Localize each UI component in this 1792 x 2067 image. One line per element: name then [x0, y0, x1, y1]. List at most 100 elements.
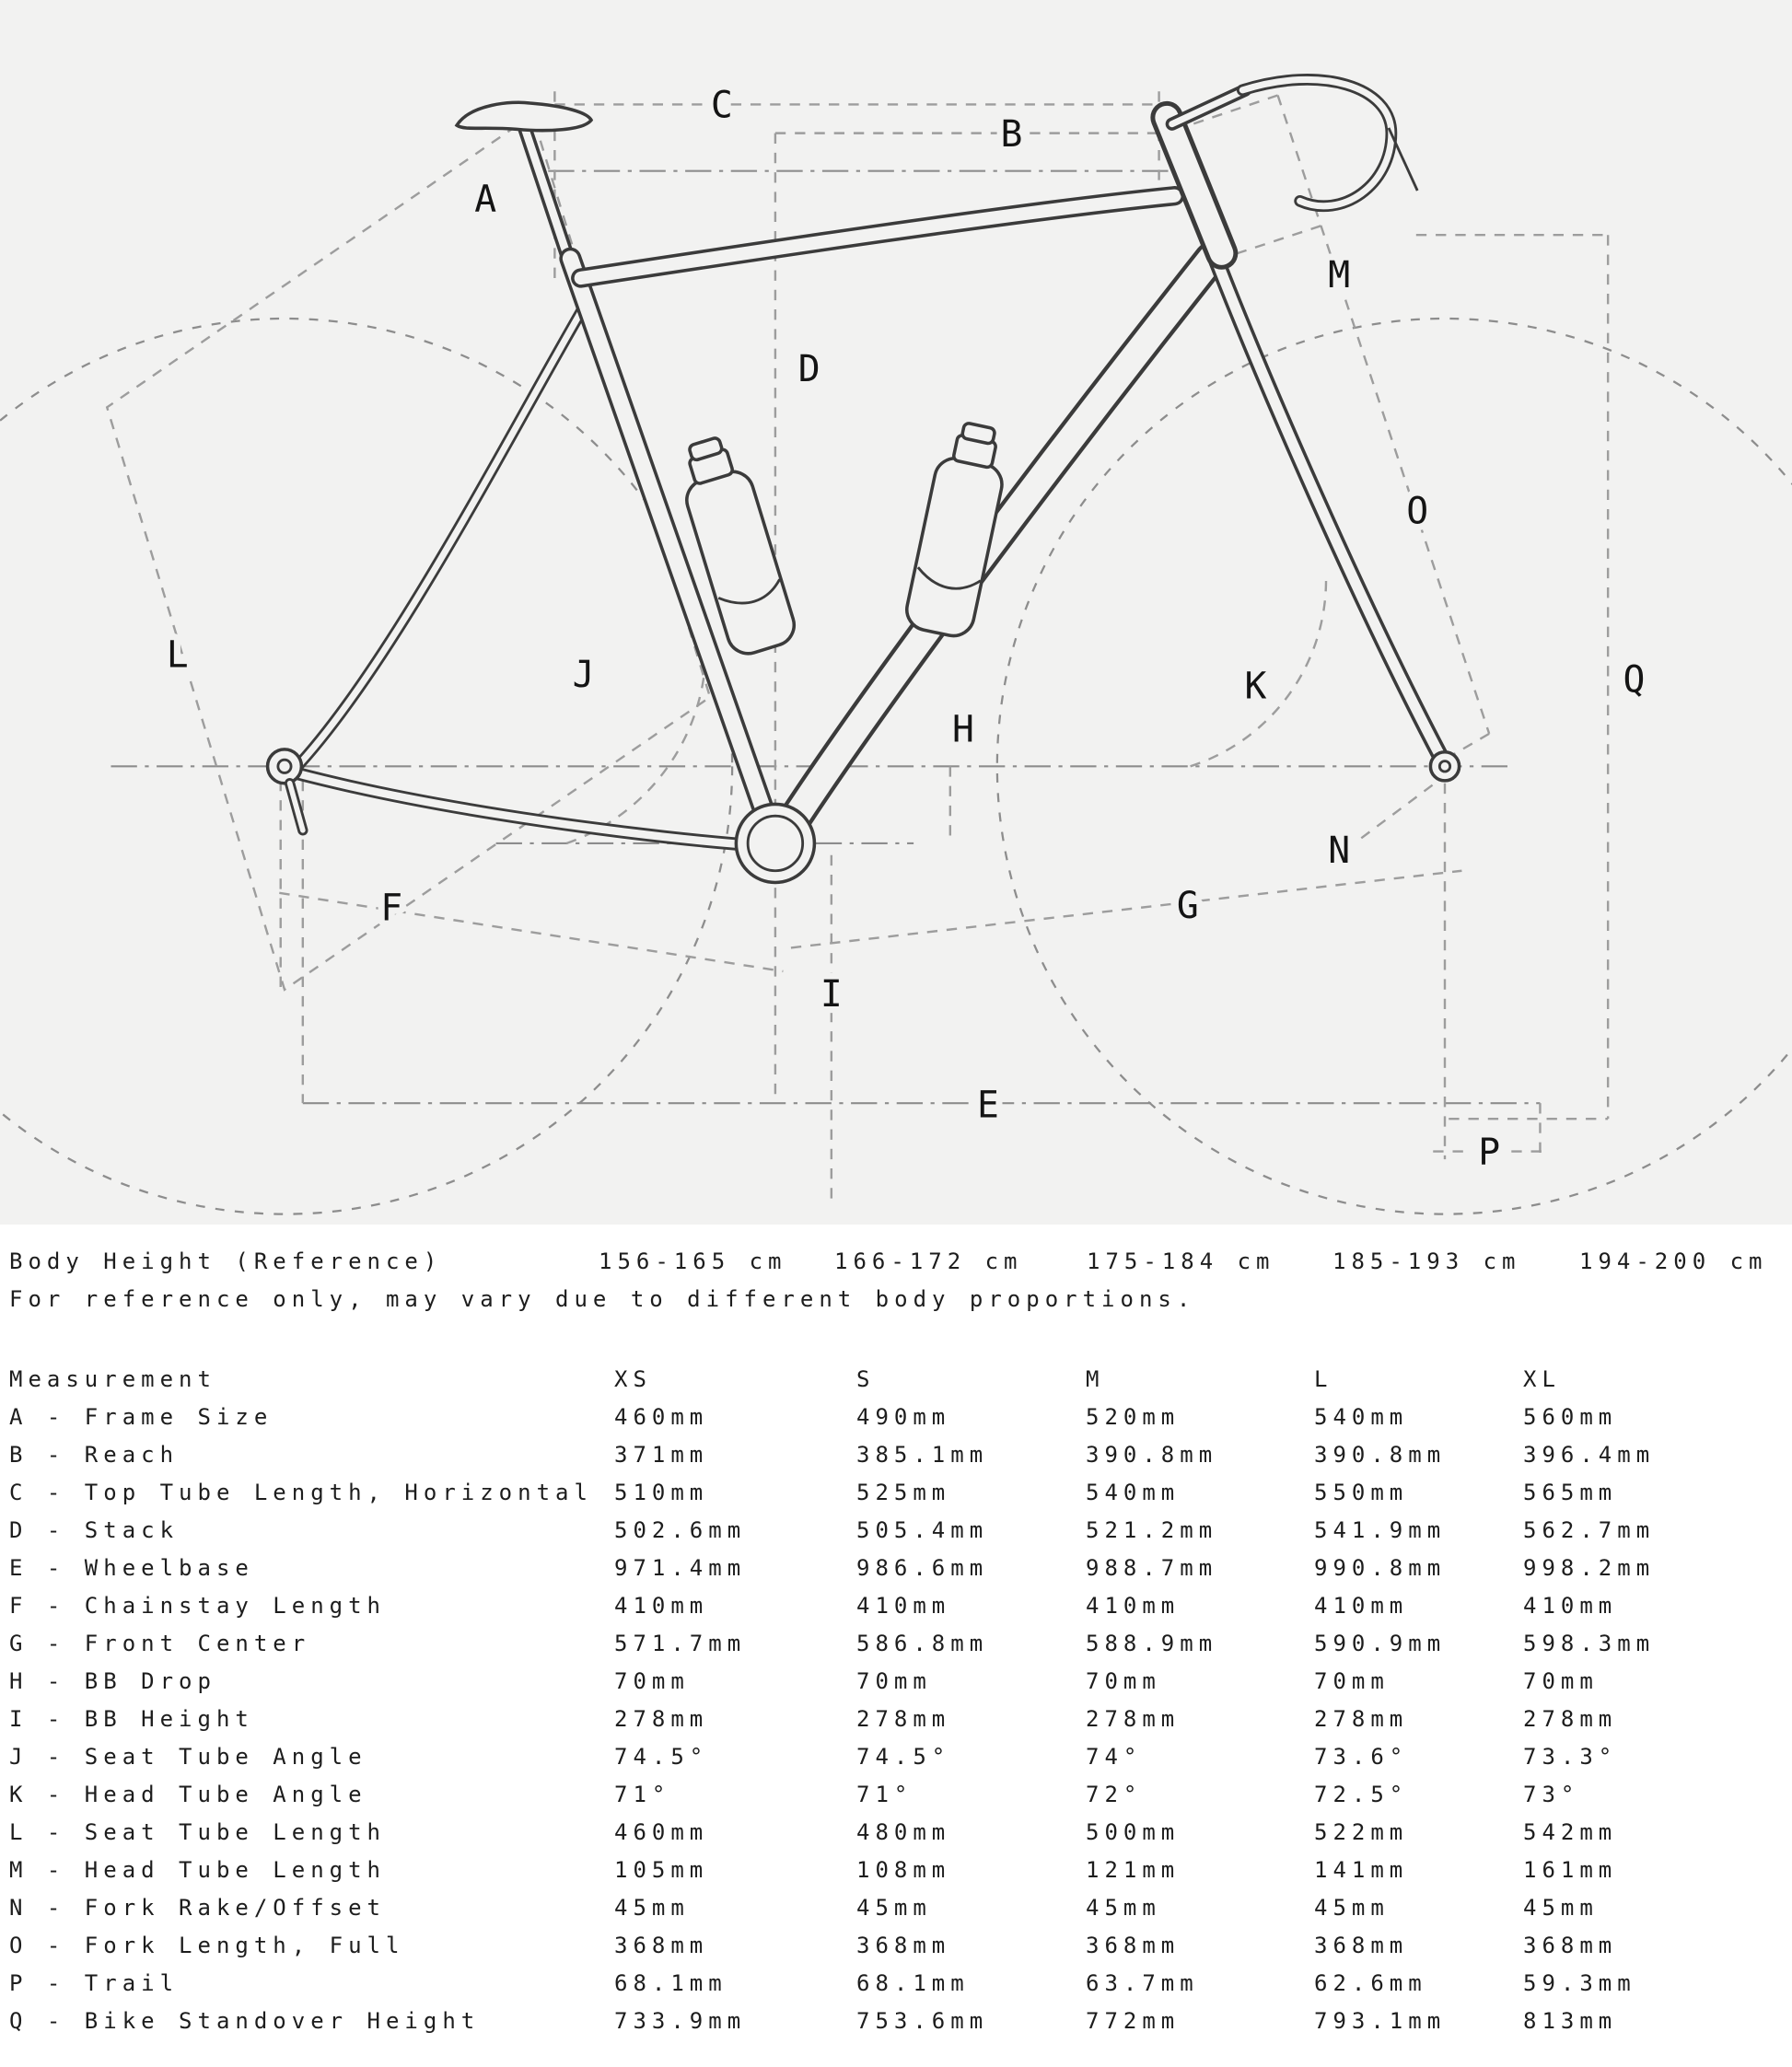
size-column-header: XS	[614, 1366, 652, 1392]
measurement-value: 45mm	[1523, 1895, 1599, 1921]
measurement-value: 141mm	[1314, 1857, 1409, 1883]
measurement-value: 410mm	[614, 1593, 709, 1619]
measurement-label: M - Head Tube Length	[9, 1857, 386, 1883]
body-height-value: 185-193 cm	[1332, 1248, 1521, 1274]
dim-label-C: C	[711, 85, 733, 127]
measurement-value: 560mm	[1523, 1404, 1618, 1430]
measurement-label: I - BB Height	[9, 1706, 254, 1732]
brake-lever	[1387, 127, 1419, 192]
table-row: L - Seat Tube Length 460mm 480mm 500mm 522mm…	[9, 1814, 1792, 1852]
measurement-value: 68.1mm	[614, 1970, 727, 1996]
body-height-row: Body Height (Reference) 156-165 cm 166-17…	[9, 1243, 1792, 1281]
measurement-value: 988.7mm	[1086, 1555, 1218, 1581]
body-height-value: 194-200 cm	[1579, 1248, 1768, 1274]
measurement-label: G - Front Center	[9, 1631, 311, 1656]
dim-label-M: M	[1328, 254, 1350, 296]
measurement-value: 586.8mm	[856, 1631, 989, 1656]
dim-label-P: P	[1478, 1132, 1500, 1174]
measurement-value: 74°	[1086, 1744, 1143, 1770]
down-tube-bottle	[905, 422, 1004, 638]
measurement-label: Q - Bike Standover Height	[9, 2008, 481, 2034]
measurement-value: 72°	[1086, 1782, 1143, 1807]
centerlines	[111, 169, 1541, 1105]
measurement-value: 62.6mm	[1314, 1970, 1427, 1996]
size-column-header: M	[1086, 1366, 1105, 1392]
dim-label-O: O	[1406, 491, 1428, 533]
frame-drawing	[265, 74, 1461, 885]
measurement-label: J - Seat Tube Angle	[9, 1744, 367, 1770]
measurement-value: 571.7mm	[614, 1631, 747, 1656]
measurement-value: 73.6°	[1314, 1744, 1409, 1770]
dim-label-L: L	[167, 634, 189, 677]
measurement-label: P - Trail	[9, 1970, 180, 1996]
measurement-value: 45mm	[1314, 1895, 1390, 1921]
measurement-label: H - BB Drop	[9, 1668, 216, 1694]
measurement-value: 70mm	[614, 1668, 690, 1694]
measurement-value: 410mm	[1523, 1593, 1618, 1619]
bike-geometry-drawing: A B C D E F G H I J K L M N O P Q	[0, 74, 1792, 1215]
geometry-table-section: Body Height (Reference) 156-165 cm 166-17…	[0, 1225, 1792, 2040]
measurement-value: 368mm	[856, 1933, 951, 1958]
measurement-value: 368mm	[614, 1933, 709, 1958]
measurement-value: 500mm	[1086, 1819, 1181, 1845]
measurement-value: 71°	[856, 1782, 913, 1807]
wheel-outlines	[0, 317, 1792, 1215]
measurement-value: 541.9mm	[1314, 1517, 1447, 1543]
dim-label-A: A	[474, 179, 496, 221]
body-height-label: Body Height (Reference)	[9, 1248, 443, 1274]
measurement-value: 108mm	[856, 1857, 951, 1883]
body-height-value: 166-172 cm	[834, 1248, 1023, 1274]
measurement-value: 550mm	[1314, 1480, 1409, 1505]
measurement-value: 522mm	[1314, 1819, 1409, 1845]
measurement-value: 68.1mm	[856, 1970, 970, 1996]
measurement-value: 502.6mm	[614, 1517, 747, 1543]
measurement-label: L - Seat Tube Length	[9, 1819, 386, 1845]
seat-tube-bottle	[685, 436, 797, 656]
measurement-label: F - Chainstay Length	[9, 1593, 386, 1619]
measurement-value: 73°	[1523, 1782, 1580, 1807]
measurement-value: 505.4mm	[856, 1517, 989, 1543]
dim-label-Q: Q	[1623, 658, 1646, 701]
measurement-value: 480mm	[856, 1819, 951, 1845]
table-row: Q - Bike Standover Height 733.9mm 753.6mm 7…	[9, 2003, 1792, 2040]
measurement-value: 371mm	[614, 1442, 709, 1468]
measurement-value: 598.3mm	[1523, 1631, 1656, 1656]
measurement-value: 971.4mm	[614, 1555, 747, 1581]
measurement-value: 998.2mm	[1523, 1555, 1656, 1581]
saddle	[454, 100, 594, 133]
measurement-label: A - Frame Size	[9, 1404, 273, 1430]
measurement-value: 390.8mm	[1314, 1442, 1447, 1468]
measurement-value: 562.7mm	[1523, 1517, 1656, 1543]
measurement-value: 121mm	[1086, 1857, 1181, 1883]
measurement-value: 278mm	[614, 1706, 709, 1732]
measurement-label: K - Head Tube Angle	[9, 1782, 367, 1807]
measurement-label: B - Reach	[9, 1442, 180, 1468]
measurement-value: 71°	[614, 1782, 671, 1807]
measurement-value: 74.5°	[614, 1744, 709, 1770]
measurement-value: 368mm	[1523, 1933, 1618, 1958]
measurement-value: 793.1mm	[1314, 2008, 1447, 2034]
dim-label-H: H	[952, 708, 974, 750]
measurement-label: C - Top Tube Length, Horizontal	[9, 1480, 593, 1505]
measurement-value: 410mm	[1086, 1593, 1181, 1619]
measurement-value: 753.6mm	[856, 2008, 989, 2034]
measurement-value: 460mm	[614, 1819, 709, 1845]
dim-label-N: N	[1328, 830, 1350, 872]
measurement-value: 733.9mm	[614, 2008, 747, 2034]
dimension-labels: A B C D E F G H I J K L M N O P Q	[160, 78, 1652, 1180]
body-height-value: 156-165 cm	[599, 1248, 787, 1274]
measurement-value: 73.3°	[1523, 1744, 1618, 1770]
measurement-label: N - Fork Rake/Offset	[9, 1895, 386, 1921]
measurement-column-header: Measurement	[9, 1366, 216, 1392]
measurement-value: 521.2mm	[1086, 1517, 1218, 1543]
